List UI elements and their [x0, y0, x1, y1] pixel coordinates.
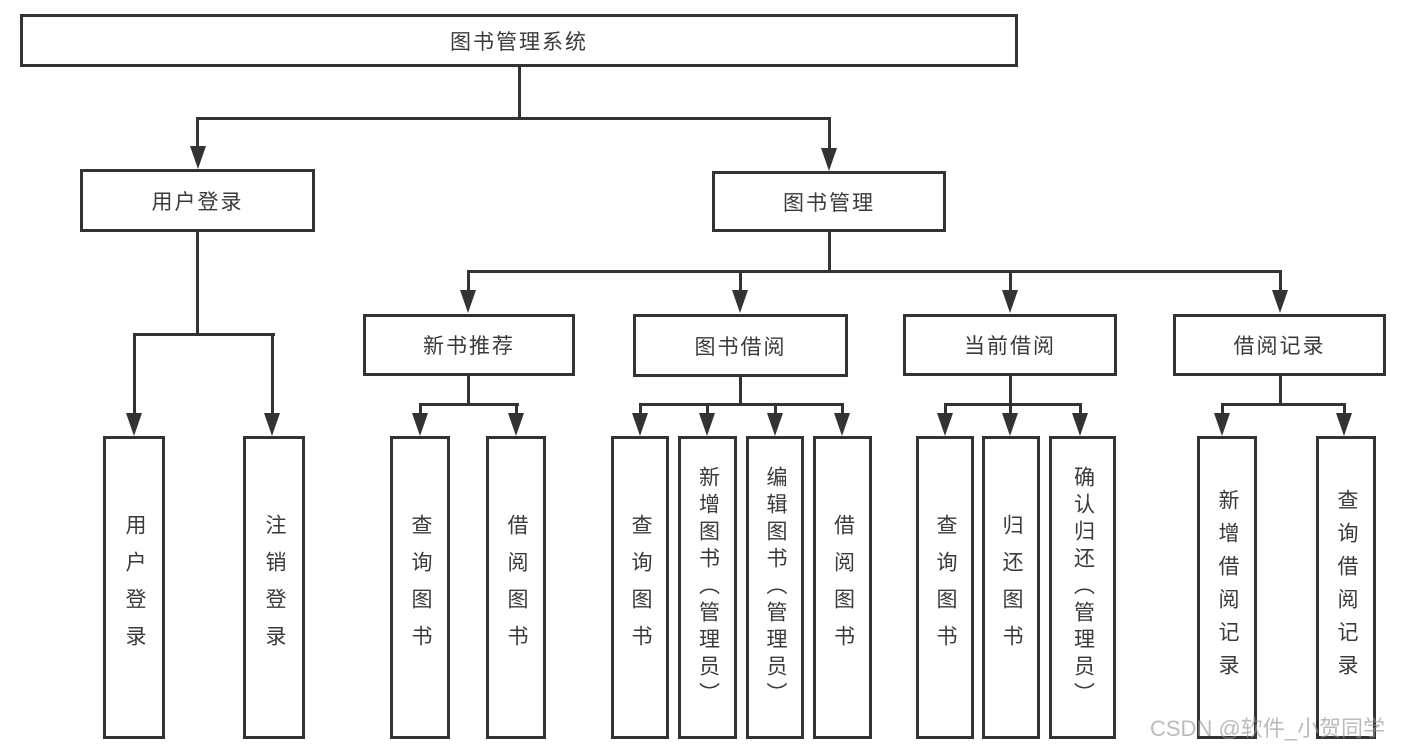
connector-root-branch	[196, 117, 831, 120]
leaf-label: 确认归还（管理员）	[1071, 466, 1095, 709]
connector-drop	[944, 403, 947, 415]
leaf-label: 查询图书	[934, 513, 957, 662]
connector-drop	[515, 403, 518, 415]
arrowhead-down-icon	[821, 148, 837, 171]
connector-drop	[1009, 403, 1012, 415]
connector-drop-borrow	[739, 270, 742, 292]
connector-drop-records	[1279, 270, 1282, 292]
arrowhead-down-icon	[834, 413, 850, 436]
leaf-label: 查询图书	[409, 513, 432, 662]
connector-drop	[639, 403, 642, 415]
leaf-label: 新增图书（管理员）	[696, 466, 720, 709]
leaf-label: 借阅图书	[831, 513, 855, 662]
connector-drop-leaf-logout	[271, 333, 274, 415]
leaf-borrow-books: 借阅图书	[813, 436, 872, 739]
connector-borrow-branch	[639, 403, 844, 406]
connector-userlogin-branch	[133, 333, 275, 336]
arrowhead-down-icon	[1002, 290, 1018, 313]
arrowhead-down-icon	[460, 290, 476, 313]
connector-drop-book-mgmt	[828, 117, 831, 151]
arrowhead-down-icon	[1072, 413, 1088, 436]
connector-drop	[1079, 403, 1082, 415]
arrowhead-down-icon	[767, 413, 783, 436]
connector-bookmgmt-branch	[467, 270, 1282, 273]
arrowhead-down-icon	[412, 413, 428, 436]
node-label: 当前借阅	[964, 335, 1056, 358]
leaf-label: 查询借阅记录	[1335, 488, 1358, 687]
arrowhead-down-icon	[1272, 290, 1288, 313]
connector-drop-current	[1009, 270, 1012, 292]
node-book-management: 图书管理	[712, 171, 946, 232]
leaf-return-books: 归还图书	[982, 436, 1040, 739]
leaf-query-books: 查询图书	[916, 436, 974, 739]
connector-drop	[1221, 403, 1224, 415]
connector-records-branch	[1221, 403, 1346, 406]
arrowhead-down-icon	[508, 413, 524, 436]
leaf-add-books-admin: 新增图书（管理员）	[678, 436, 737, 739]
node-book-borrow: 图书借阅	[633, 314, 848, 377]
leaf-query-borrow-record: 查询借阅记录	[1316, 436, 1376, 739]
arrowhead-down-icon	[632, 413, 648, 436]
arrowhead-down-icon	[1002, 413, 1018, 436]
leaf-label: 新增借阅记录	[1216, 488, 1239, 687]
node-label: 借阅记录	[1233, 335, 1326, 358]
arrowhead-down-icon	[1336, 413, 1352, 436]
node-label: 图书管理系统	[450, 30, 588, 54]
arrowhead-down-icon	[937, 413, 953, 436]
node-new-book-recommend: 新书推荐	[363, 314, 575, 376]
node-user-login: 用户登录	[80, 169, 315, 232]
connector-records-stem	[1279, 375, 1282, 406]
connector-drop-leaf-login	[133, 333, 136, 415]
leaf-borrow-books: 借阅图书	[486, 436, 546, 739]
leaf-label: 查询图书	[629, 513, 652, 662]
connector-borrow-stem	[739, 377, 742, 406]
connector-drop-user-login	[196, 117, 199, 149]
arrowhead-down-icon	[126, 413, 142, 436]
node-borrow-records: 借阅记录	[1173, 314, 1386, 376]
connector-current-branch	[944, 403, 1082, 406]
arrowhead-down-icon	[1214, 413, 1230, 436]
connector-newbook-stem	[467, 375, 470, 406]
node-label: 新书推荐	[423, 335, 515, 358]
leaf-add-borrow-record: 新增借阅记录	[1197, 436, 1257, 739]
node-root-system: 图书管理系统	[20, 14, 1018, 67]
leaf-confirm-return-admin: 确认归还（管理员）	[1049, 436, 1116, 739]
connector-current-stem	[1009, 375, 1012, 406]
connector-drop-newbook	[467, 270, 470, 292]
connector-drop	[841, 403, 844, 415]
connector-drop	[774, 403, 777, 415]
leaf-label: 归还图书	[1000, 513, 1023, 662]
connector-drop	[419, 403, 422, 415]
leaf-logout: 注销登录	[243, 436, 305, 739]
leaf-label: 用户登录	[123, 513, 146, 662]
node-label: 用户登录	[151, 190, 244, 214]
connector-drop	[1343, 403, 1346, 415]
leaf-query-books: 查询图书	[611, 436, 669, 739]
arrowhead-down-icon	[190, 146, 206, 169]
leaf-user-login: 用户登录	[103, 436, 165, 739]
arrowhead-down-icon	[699, 413, 715, 436]
leaf-label: 注销登录	[263, 513, 286, 662]
leaf-edit-books-admin: 编辑图书（管理员）	[746, 436, 804, 739]
node-label: 图书借阅	[694, 335, 787, 359]
arrowhead-down-icon	[732, 290, 748, 313]
leaf-query-books: 查询图书	[390, 436, 450, 739]
connector-drop	[706, 403, 709, 415]
leaf-label: 借阅图书	[505, 513, 528, 662]
connector-userlogin-stem	[196, 232, 199, 336]
connector-root-stem	[518, 66, 521, 119]
node-label: 图书管理	[783, 191, 875, 215]
node-current-borrow: 当前借阅	[903, 314, 1117, 376]
leaf-label: 编辑图书（管理员）	[764, 466, 787, 709]
arrowhead-down-icon	[264, 413, 280, 436]
csdn-watermark: CSDN @软件_小贺同学	[1150, 716, 1386, 741]
connector-bookmgmt-stem	[828, 232, 831, 273]
connector-newbook-branch	[419, 403, 519, 406]
